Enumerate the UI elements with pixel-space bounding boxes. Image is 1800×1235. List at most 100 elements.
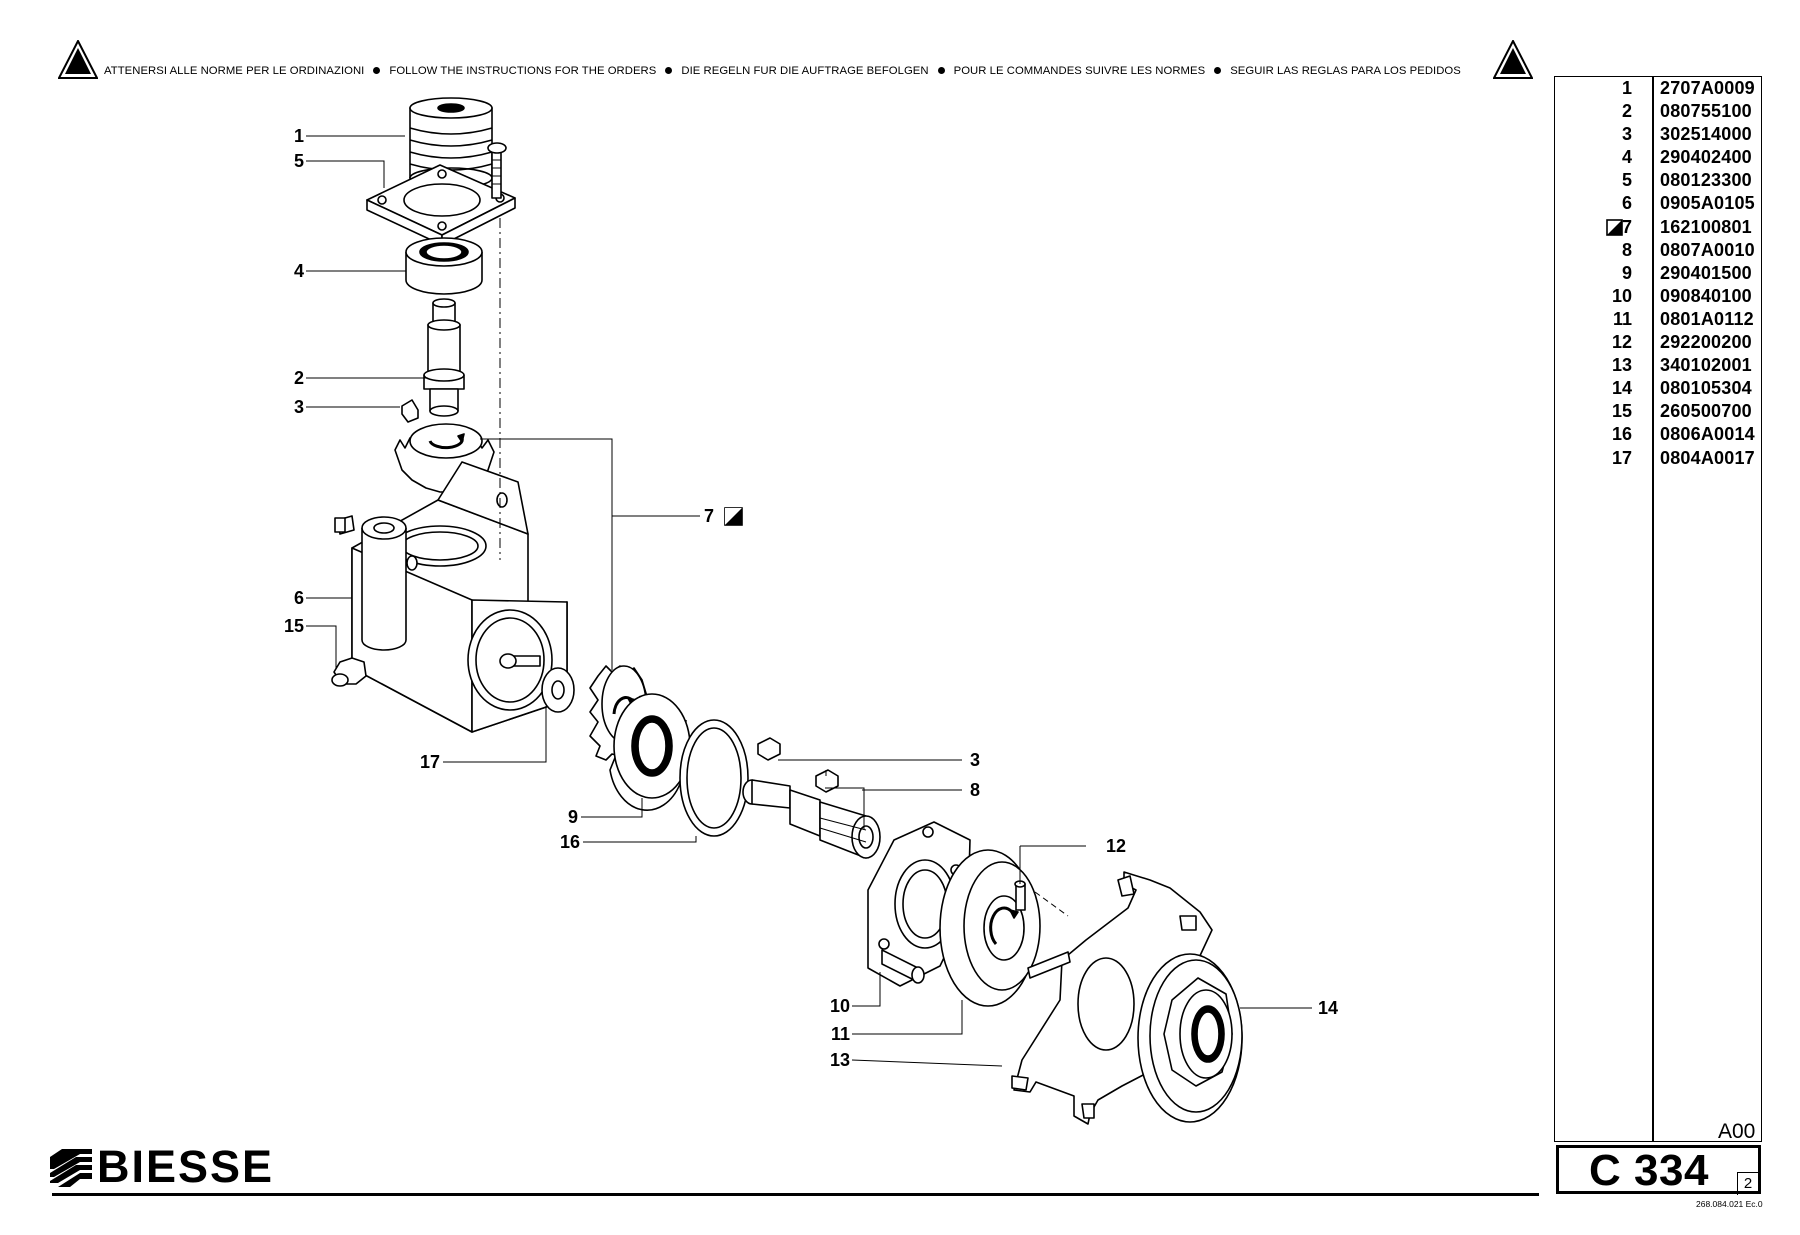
part-index: 16 (1611, 424, 1632, 445)
disc-part-11 (939, 849, 1041, 1007)
part-code: 080755100 (1660, 101, 1752, 122)
part-index: 10 (1611, 285, 1632, 306)
warning-triangle-icon (58, 40, 98, 79)
part-index: 4 (1621, 147, 1632, 168)
output-shaft-part-8 (742, 779, 881, 859)
warning-triangle-icon (1493, 40, 1533, 79)
part-code: 0801A0112 (1660, 308, 1754, 329)
callout-17: 17 (419, 752, 440, 772)
instruction-fr: POUR LE COMMANDES SUIVRE LES NORMES (953, 65, 1206, 77)
part-index: 12 (1611, 332, 1632, 353)
part-code: 292200200 (1660, 332, 1752, 353)
half-filled-square-icon (724, 507, 743, 526)
callout-11: 11 (830, 1024, 850, 1044)
instructions-text: ATTENERSI ALLE NORME PER LE ORDINAZIONI F… (104, 65, 1544, 77)
key-part-3 (401, 399, 419, 423)
biesse-logo: BIESSE (50, 1142, 290, 1192)
callout-16: 16 (559, 832, 580, 852)
part-index: 3 (1621, 124, 1632, 145)
shaft-part-2 (423, 298, 465, 417)
callout-1: 1 (293, 126, 304, 146)
document-reference: 268.084.021 Ec.0 (1696, 1199, 1763, 1209)
part-index: 9 (1621, 262, 1632, 283)
part-code: 340102001 (1660, 355, 1752, 376)
part-index: 17 (1611, 447, 1632, 468)
parts-row: 9 290401500 (1554, 263, 1762, 286)
part-index: 7 (1621, 216, 1632, 237)
half-filled-square-icon (1606, 218, 1623, 236)
gearbox-housing-part-6 (334, 461, 568, 733)
part-code: 080105304 (1660, 378, 1752, 399)
biesse-stripes-logo (50, 1149, 92, 1187)
table-code: C 334 (1589, 1146, 1709, 1195)
part-code: 302514000 (1660, 124, 1752, 145)
callout-5: 5 (293, 151, 304, 171)
key-part-3-lower-b (815, 769, 839, 793)
callout-15: 15 (283, 616, 304, 636)
table-code-box: C 334 2 (1556, 1145, 1761, 1195)
part-index: 8 (1621, 239, 1632, 260)
part-code: 0905A0105 (1660, 193, 1755, 214)
brand-name: BIESSE (97, 1141, 275, 1192)
parts-row: 3 302514000 (1554, 124, 1762, 147)
part-code: 0807A0010 (1660, 239, 1755, 260)
parts-row: 13 340102001 (1554, 355, 1762, 378)
parts-row: 15 260500700 (1554, 401, 1762, 424)
callout-7: 7 (704, 506, 715, 526)
part-index: 6 (1621, 193, 1632, 214)
part-index: 15 (1611, 401, 1632, 422)
part-index: 5 (1621, 170, 1632, 191)
callout-8: 8 (970, 780, 981, 800)
sheet-number: 2 (1737, 1172, 1758, 1195)
callout-4: 4 (293, 261, 304, 281)
revision-label: A00 (1718, 1120, 1756, 1143)
callout-3: 3 (293, 397, 304, 417)
flange-nut-part-14 (1137, 953, 1243, 1123)
part-code: 0806A0014 (1660, 424, 1755, 445)
parts-row: 8 0807A0010 (1554, 240, 1762, 263)
parts-row: 1 2707A0009 (1554, 78, 1762, 101)
order-instructions-banner: ATTENERSI ALLE NORME PER LE ORDINAZIONI F… (58, 40, 1533, 80)
instruction-it: ATTENERSI ALLE NORME PER LE ORDINAZIONI (104, 65, 365, 77)
callout-12: 12 (1106, 836, 1127, 856)
callout-10: 10 (829, 996, 850, 1016)
part-index: 13 (1611, 355, 1632, 376)
washer-part-17 (541, 667, 575, 713)
part-code: 2707A0009 (1660, 78, 1755, 98)
flange-plate-part-5 (366, 142, 516, 246)
grease-nipple-part-15 (331, 657, 367, 687)
parts-list-panel (1554, 76, 1762, 1142)
parts-list-divider (1652, 76, 1654, 1142)
instruction-de: DIE REGELN FUR DIE AUFTRAGE BEFOLGEN (681, 65, 929, 77)
callout-3-lower: 3 (970, 750, 981, 770)
bearing-part-4 (405, 237, 483, 295)
parts-row: 11 0801A0112 (1554, 309, 1762, 332)
parts-row: 2 080755100 (1554, 101, 1762, 124)
key-part-3-lower-a (757, 737, 781, 761)
part-code: 290401500 (1660, 262, 1752, 283)
callout-2: 2 (293, 368, 304, 388)
footer-rule (52, 1193, 1539, 1196)
parts-row: 6 0905A0105 (1554, 193, 1762, 216)
instruction-es: SEGUIR LAS REGLAS PARA LOS PEDIDOS (1230, 65, 1461, 77)
part-code: 0804A0017 (1660, 447, 1755, 468)
part-index: 2 (1621, 101, 1632, 122)
instruction-en: FOLLOW THE INSTRUCTIONS FOR THE ORDERS (389, 65, 657, 77)
part-index: 1 (1621, 78, 1632, 98)
part-code: 260500700 (1660, 401, 1752, 422)
callout-14: 14 (1318, 998, 1339, 1018)
part-code: 090840100 (1660, 285, 1752, 306)
seal-ring-part-16 (679, 719, 749, 837)
part-index: 11 (1612, 308, 1632, 329)
parts-row: 16 0806A0014 (1554, 424, 1762, 447)
callout-6: 6 (293, 588, 304, 608)
parts-row: 17 0804A0017 (1554, 448, 1762, 471)
part-code: 162100801 (1660, 216, 1752, 237)
parts-row: 12 292200200 (1554, 332, 1762, 355)
parts-row: 7 162100801 (1554, 217, 1762, 240)
